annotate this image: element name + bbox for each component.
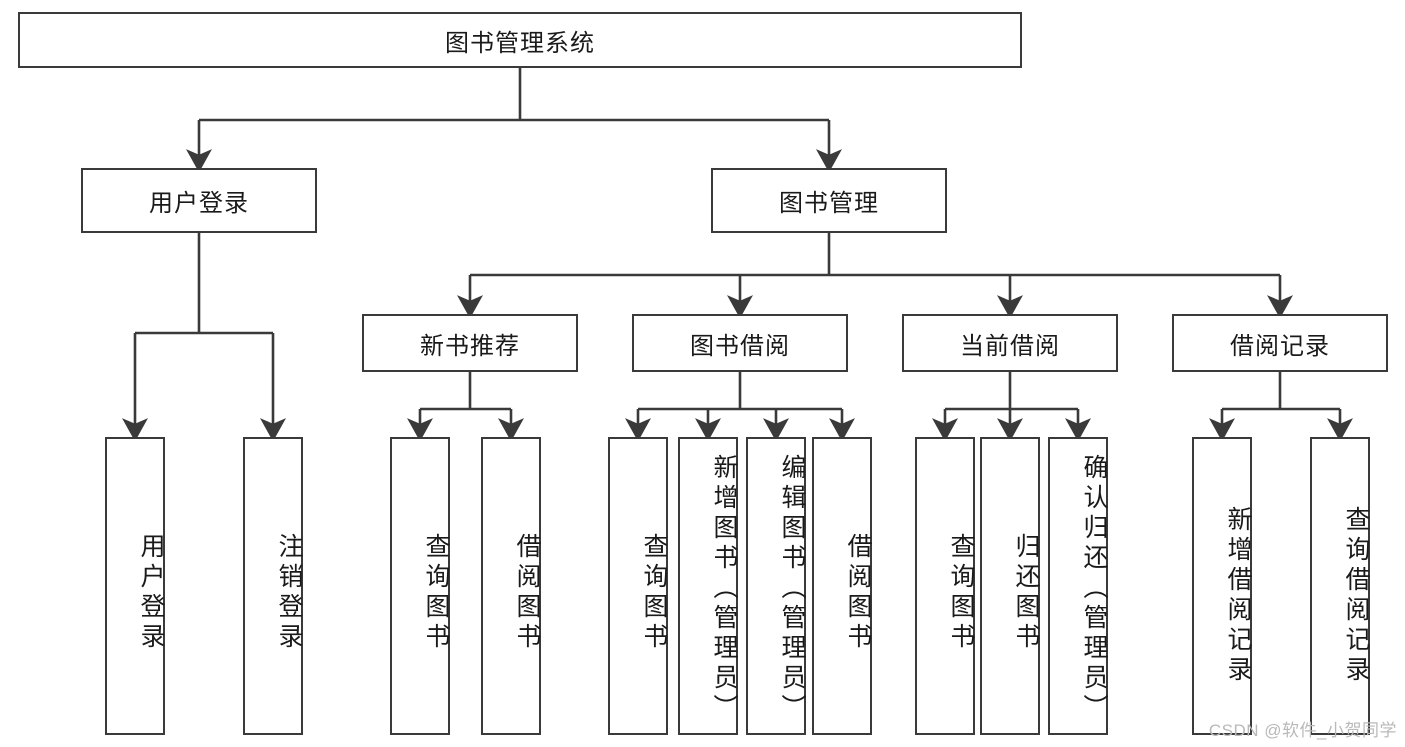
node-leaf-query-record[interactable]: 查询借阅记录 [1310, 437, 1370, 735]
node-book-manage-label: 图书管理 [779, 190, 879, 217]
node-root-label: 图书管理系统 [445, 29, 595, 57]
node-book-borrow-label: 图书借阅 [690, 332, 790, 360]
node-user-login[interactable]: 用户登录 [81, 168, 317, 233]
node-leaf-query-book-3-label: 查询图书 [947, 533, 975, 653]
node-leaf-user-login[interactable]: 用户登录 [105, 437, 165, 735]
node-leaf-query-book-1[interactable]: 查询图书 [390, 437, 450, 735]
node-leaf-query-book-2[interactable]: 查询图书 [608, 437, 668, 735]
node-leaf-add-record[interactable]: 新增借阅记录 [1192, 437, 1252, 735]
node-leaf-user-logout-label: 注销登录 [275, 533, 303, 653]
node-user-login-label: 用户登录 [149, 190, 249, 217]
node-root[interactable]: 图书管理系统 [18, 12, 1022, 68]
csdn-watermark: CSDN @软件_小贺同学 [1208, 721, 1397, 740]
node-leaf-add-book[interactable]: 新增图书（管理员） [678, 437, 738, 735]
node-book-borrow[interactable]: 图书借阅 [632, 314, 848, 372]
node-borrow-record-label: 借阅记录 [1230, 332, 1330, 360]
node-book-manage[interactable]: 图书管理 [711, 168, 947, 233]
node-leaf-query-record-label: 查询借阅记录 [1342, 506, 1370, 686]
node-new-book-rec-label: 新书推荐 [420, 332, 520, 360]
node-leaf-borrow-book-2-label: 借阅图书 [844, 533, 872, 653]
node-leaf-edit-book[interactable]: 编辑图书（管理员） [746, 437, 806, 735]
node-leaf-borrow-book-1-label: 借阅图书 [513, 533, 541, 653]
node-leaf-edit-book-label: 编辑图书（管理员） [778, 454, 806, 724]
node-leaf-add-book-label: 新增图书（管理员） [710, 454, 738, 724]
node-leaf-query-book-2-label: 查询图书 [640, 533, 668, 653]
node-borrow-record[interactable]: 借阅记录 [1172, 314, 1388, 372]
node-leaf-add-record-label: 新增借阅记录 [1224, 506, 1252, 686]
node-leaf-query-book-1-label: 查询图书 [422, 533, 450, 653]
node-new-book-rec[interactable]: 新书推荐 [362, 314, 578, 372]
node-leaf-user-login-label: 用户登录 [137, 533, 165, 653]
node-leaf-user-logout[interactable]: 注销登录 [243, 437, 303, 735]
node-leaf-confirm-return[interactable]: 确认归还（管理员） [1048, 437, 1108, 735]
node-leaf-query-book-3[interactable]: 查询图书 [915, 437, 975, 735]
node-leaf-borrow-book-2[interactable]: 借阅图书 [812, 437, 872, 735]
node-current-borrow[interactable]: 当前借阅 [902, 314, 1118, 372]
node-current-borrow-label: 当前借阅 [960, 332, 1060, 360]
node-leaf-borrow-book-1[interactable]: 借阅图书 [481, 437, 541, 735]
node-leaf-return-book[interactable]: 归还图书 [980, 437, 1040, 735]
node-leaf-return-book-label: 归还图书 [1012, 533, 1040, 653]
node-leaf-confirm-return-label: 确认归还（管理员） [1080, 454, 1108, 724]
